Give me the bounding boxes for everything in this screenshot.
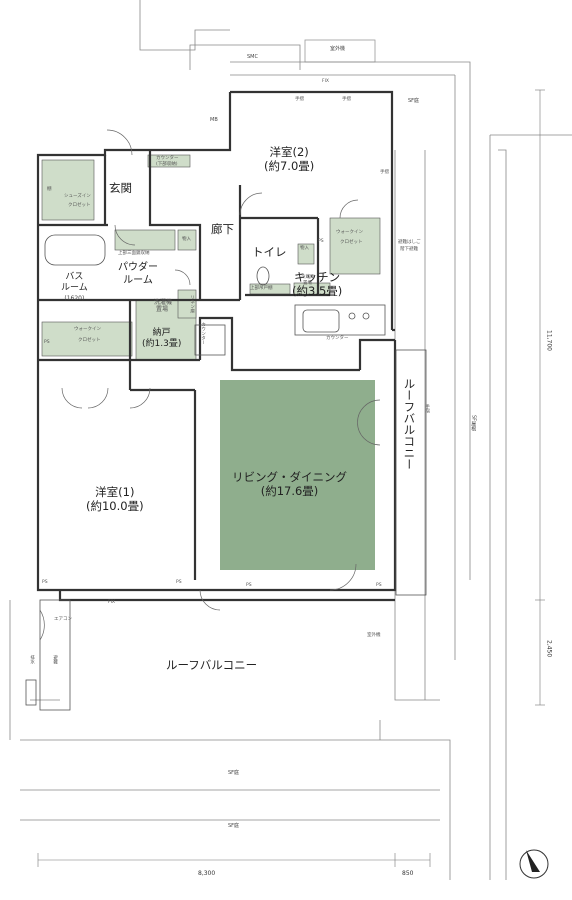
smc-label: SMC <box>247 54 258 60</box>
sf-roof-label: SF屋根 <box>470 415 477 432</box>
north-arrow-icon <box>519 849 549 879</box>
width-main-dimension: 8,300 <box>198 870 216 877</box>
interior-lines <box>25 234 427 711</box>
toilet-label: トイレ <box>252 245 287 259</box>
fix-bottom-label: FIX <box>108 600 115 605</box>
counter-mid-label: カウンター <box>200 322 206 345</box>
site-outline <box>9 0 572 880</box>
height-total-dimension: 11,700 <box>545 330 553 351</box>
outdoor-unit-2-label: 室外機 <box>367 633 381 638</box>
western-room-2-label: 洋室(2)(約7.0畳) <box>264 145 315 174</box>
shoes-shelf-label: 棚 <box>47 187 52 192</box>
fix-top-label: FIX <box>322 79 329 84</box>
door-swings <box>39 129 381 641</box>
closet-fills <box>41 154 381 361</box>
kitchen-label: キッチン(約3.5畳) <box>292 270 343 299</box>
toilet-storage-label: 物入 <box>300 246 309 251</box>
wic-top-label-2: クロゼット <box>340 240 363 245</box>
shoes-closet-label-1: シューズイン <box>64 194 91 199</box>
fridge-label-1: 冷蔵庫 <box>301 275 315 280</box>
drain-label: 排水 <box>29 655 35 664</box>
wic-left-label-2: クロゼット <box>78 338 101 343</box>
hall-label: 廊下 <box>211 222 234 236</box>
counter-top-label: カウンター <box>156 156 179 161</box>
outdoor-unit-label: 室外機 <box>330 46 346 52</box>
mb-label: MB <box>210 117 218 123</box>
handrail-label-1: 手摺 <box>295 97 304 102</box>
ps-bottom-label-2: PS <box>176 580 182 585</box>
handrail-label-2: 手摺 <box>342 97 351 102</box>
washer-label-2: 置場 <box>156 306 169 313</box>
width-side-dimension: 850 <box>402 870 414 877</box>
shoes-closet-label-2: クロゼット <box>68 203 91 208</box>
washer-label-1: 洗濯機 <box>154 299 173 306</box>
upper-mirror-cabinet-label: 上部三面鏡収納 <box>118 251 150 256</box>
ps-left-label: PS <box>44 340 50 345</box>
roof-balcony-label: ルーフバルコニー <box>166 658 258 672</box>
kitchen-counter-label: カウンター <box>326 336 349 341</box>
ps-bottom-label-1: PS <box>42 580 48 585</box>
entrance-label: 玄関 <box>109 181 132 195</box>
dimension-lines <box>37 89 545 867</box>
escape-label: 避難 <box>52 655 58 664</box>
ps-kitchen-label: PS <box>318 239 324 244</box>
linen-storage-label: リネン庫 <box>189 295 195 313</box>
living-area-fill <box>220 380 375 570</box>
fridge-label-2: 置場 <box>303 281 312 286</box>
powder-storage-label: 物入 <box>182 237 191 242</box>
counter-top-label-2: (下部収納) <box>156 162 178 167</box>
wic-top-label-1: ウォークイン <box>336 230 363 235</box>
wic-left-label-1: ウォークイン <box>74 327 101 332</box>
western-room-1-label: 洋室(1)(約10.0畳) <box>86 485 144 514</box>
powder-room-label: パウダールーム <box>118 262 158 286</box>
height-balcony-dimension: 2,450 <box>545 640 553 658</box>
fence-label: 手摺 <box>424 404 430 413</box>
sf-garden-bottom-label: SF庭 <box>228 823 240 829</box>
storage-room-label: 納戸(約1.3畳) <box>142 328 182 350</box>
ps-bottom-label-4: PS <box>376 583 382 588</box>
ps-bottom-label-3: PS <box>246 583 252 588</box>
roof-balcony-vertical-label: ルーフバルコニー <box>402 378 417 470</box>
escape-ladder-label-1: 避難はしご <box>398 240 421 245</box>
escape-ladder-label-2: 階下避難 <box>400 247 418 252</box>
sf-garden-mid-label: SF庭 <box>228 770 240 776</box>
upper-toilet-cabinet-label: 上部吊戸棚 <box>250 286 273 291</box>
air-conditioner-label: エアコン <box>54 617 72 622</box>
sf-garden-top-label: SF庭 <box>408 98 420 104</box>
bathroom-label: バスルーム (1620) <box>61 272 88 302</box>
living-dining-label: リビング・ダイニング(約17.6畳) <box>232 470 347 499</box>
handrail-label-3: 手摺 <box>380 170 389 175</box>
